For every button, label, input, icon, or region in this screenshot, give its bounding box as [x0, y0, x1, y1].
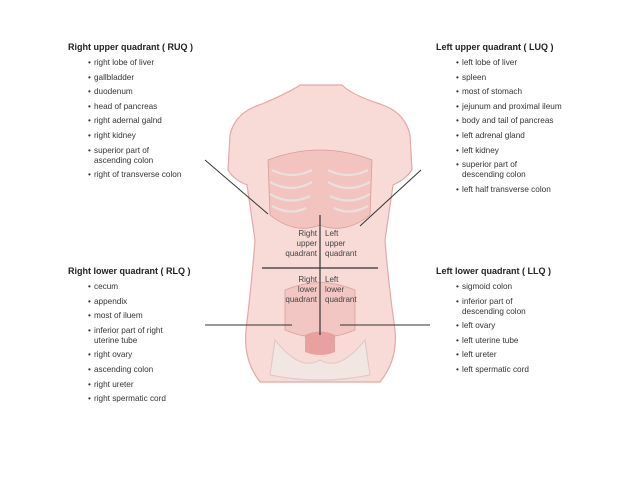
rlq-block: Right lower quadrant ( RLQ ) cecum appen…	[68, 266, 218, 409]
ruq-block: Right upper quadrant ( RUQ ) right lobe …	[68, 42, 218, 185]
list-item: most of stomach	[456, 87, 616, 97]
list-item: duodenum	[88, 87, 218, 97]
list-item: inferior part of descending colon	[456, 297, 537, 317]
ruq-title: Right upper quadrant ( RUQ )	[68, 42, 193, 52]
list-item: left adrenal gland	[456, 131, 616, 141]
label-line: lower	[325, 285, 345, 294]
list-item: right kidney	[88, 131, 218, 141]
rlq-title: Right lower quadrant ( RLQ )	[68, 266, 191, 276]
list-item: right of transverse colon	[88, 170, 218, 180]
list-item: right ureter	[88, 380, 218, 390]
list-item: left ovary	[456, 321, 616, 331]
label-line: Left	[325, 229, 339, 238]
list-item: body and tail of pancreas	[456, 116, 616, 126]
list-item: right spermatic cord	[88, 394, 218, 404]
list-item: left lobe of liver	[456, 58, 616, 68]
list-item: spleen	[456, 73, 616, 83]
label-line: quadrant	[325, 249, 357, 258]
ribcage	[267, 149, 373, 229]
list-item: right adernal galnd	[88, 116, 218, 126]
list-item: gallbladder	[88, 73, 218, 83]
ruq-pointer	[204, 159, 269, 215]
rlq-list: cecum appendix most of iluem inferior pa…	[68, 282, 218, 404]
list-item: sigmoid colon	[456, 282, 616, 292]
list-item: head of pancreas	[88, 102, 218, 112]
llq-block: Left lower quadrant ( LLQ ) sigmoid colo…	[436, 266, 616, 380]
label-line: Right	[298, 229, 317, 238]
label-line: upper	[296, 239, 317, 248]
list-item: left kidney	[456, 146, 616, 156]
luq-list: left lobe of liver spleen most of stomac…	[436, 58, 616, 195]
label-line: lower	[297, 285, 317, 294]
list-item: superior part of ascending colon	[88, 146, 164, 166]
list-item: most of iluem	[88, 311, 218, 321]
list-item: left spermatic cord	[456, 365, 616, 375]
luq-pointer	[359, 169, 422, 227]
list-item: jejunum and proximal ileum	[456, 102, 616, 112]
list-item: left uterine tube	[456, 336, 616, 346]
llq-list: sigmoid colon inferior part of descendin…	[436, 282, 616, 375]
list-item: left half transverse colon	[456, 185, 616, 195]
list-item: ascending colon	[88, 365, 218, 375]
llq-title: Left lower quadrant ( LLQ )	[436, 266, 551, 276]
list-item: inferior part of right uterine tube	[88, 326, 186, 346]
label-line: Right	[298, 275, 317, 284]
list-item: appendix	[88, 297, 218, 307]
luq-title: Left upper quadrant ( LUQ )	[436, 42, 554, 52]
bladder	[305, 331, 335, 355]
ribs	[269, 169, 371, 213]
list-item: left ureter	[456, 350, 616, 360]
luq-block: Left upper quadrant ( LUQ ) left lobe of…	[436, 42, 616, 199]
ruq-list: right lobe of liver gallbladder duodenum…	[68, 58, 218, 180]
label-line: quadrant	[325, 295, 357, 304]
list-item: superior part of descending colon	[456, 160, 537, 180]
label-line: upper	[325, 239, 346, 248]
list-item: right ovary	[88, 350, 218, 360]
list-item: cecum	[88, 282, 218, 292]
label-line: quadrant	[285, 295, 317, 304]
label-line: quadrant	[285, 249, 317, 258]
list-item: right lobe of liver	[88, 58, 218, 68]
label-line: Left	[325, 275, 339, 284]
pelvis	[269, 338, 371, 381]
